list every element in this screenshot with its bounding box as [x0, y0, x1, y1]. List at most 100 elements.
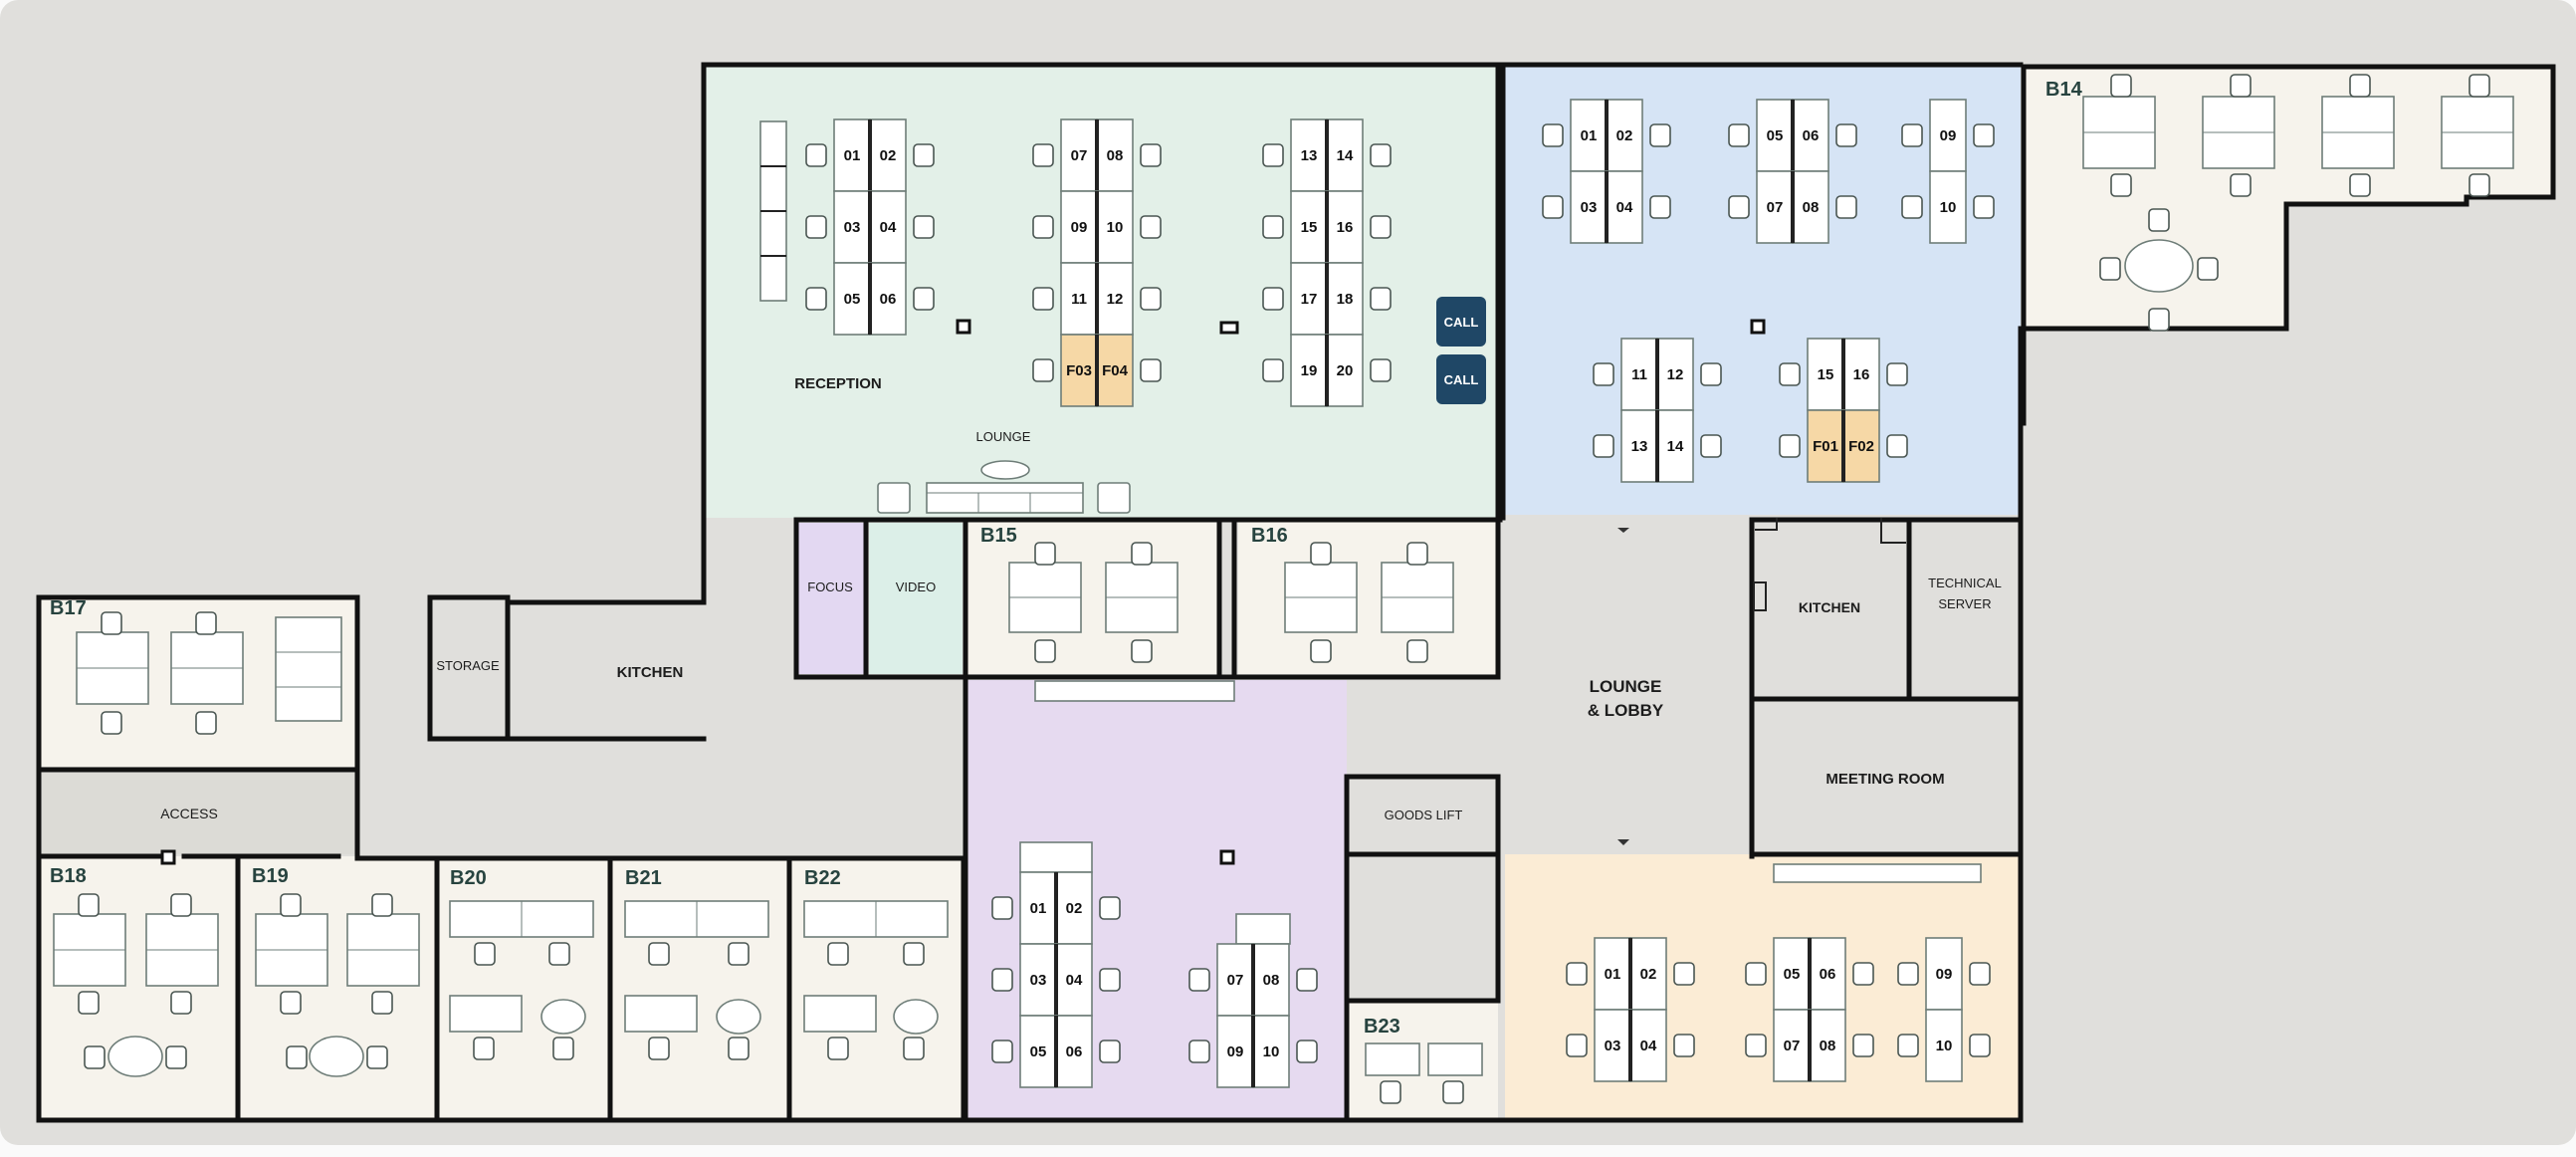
desk-purple-group-b-10[interactable]: 10	[1252, 1015, 1290, 1088]
desk-reception-group-a-02[interactable]: 02	[869, 118, 907, 192]
desk-orange-group-a-02[interactable]: 02	[1629, 937, 1667, 1011]
desk-orange-group-c-10[interactable]: 10	[1925, 1009, 1963, 1082]
room-code-b22: B22	[804, 867, 841, 889]
desk-orange-group-b-05[interactable]: 05	[1773, 937, 1811, 1011]
desk-blue-group-c-10[interactable]: 10	[1929, 170, 1967, 244]
desk-reception-group-c-17[interactable]: 17	[1290, 262, 1328, 336]
desk-reception-group-b-11[interactable]: 11	[1060, 262, 1098, 336]
desk-reception-group-c-16[interactable]: 16	[1326, 190, 1364, 264]
desk-reception-group-a-05[interactable]: 05	[833, 262, 871, 336]
svg-text:08: 08	[1803, 199, 1820, 216]
svg-text:10: 10	[1263, 1043, 1280, 1060]
desk-group-blue-group-d: 11 12 13 14	[1620, 338, 1694, 483]
desk-blue-group-a-01[interactable]: 01	[1570, 99, 1608, 172]
svg-text:01: 01	[1605, 966, 1621, 983]
desk-purple-group-a-05[interactable]: 05	[1019, 1015, 1057, 1088]
room-code-b19: B19	[252, 865, 289, 887]
svg-text:07: 07	[1784, 1038, 1801, 1054]
room-focus[interactable]	[796, 523, 864, 674]
desk-reception-group-b-09[interactable]: 09	[1060, 190, 1098, 264]
desk-orange-group-a-01[interactable]: 01	[1594, 937, 1631, 1011]
desk-orange-group-b-06[interactable]: 06	[1809, 937, 1846, 1011]
desk-orange-group-b-07[interactable]: 07	[1773, 1009, 1811, 1082]
desk-blue-group-d-14[interactable]: 14	[1656, 409, 1694, 483]
desk-blue-group-b-06[interactable]: 06	[1792, 99, 1829, 172]
svg-text:10: 10	[1107, 219, 1124, 236]
desk-blue-group-e-f01[interactable]: F01	[1807, 409, 1844, 483]
desk-orange-group-a-03[interactable]: 03	[1594, 1009, 1631, 1082]
desk-blue-group-b-08[interactable]: 08	[1792, 170, 1829, 244]
call-booth-1[interactable]: CALL	[1436, 297, 1486, 347]
svg-text:01: 01	[1030, 900, 1047, 917]
desk-reception-group-b-12[interactable]: 12	[1096, 262, 1134, 336]
desk-blue-group-e-15[interactable]: 15	[1807, 338, 1844, 411]
svg-text:13: 13	[1631, 438, 1648, 455]
svg-text:19: 19	[1301, 362, 1318, 379]
svg-text:01: 01	[844, 147, 861, 164]
desk-reception-group-c-14[interactable]: 14	[1326, 118, 1364, 192]
desk-blue-group-b-07[interactable]: 07	[1756, 170, 1794, 244]
room-b21[interactable]	[612, 858, 788, 1118]
video-label: VIDEO	[896, 579, 936, 594]
room-code-b21: B21	[625, 867, 662, 889]
desk-blue-group-a-03[interactable]: 03	[1570, 170, 1608, 244]
desk-blue-group-b-05[interactable]: 05	[1756, 99, 1794, 172]
desk-blue-group-c-09[interactable]: 09	[1929, 99, 1967, 172]
desk-blue-group-d-12[interactable]: 12	[1656, 338, 1694, 411]
desk-reception-group-c-19[interactable]: 19	[1290, 334, 1328, 407]
desk-blue-group-d-13[interactable]: 13	[1620, 409, 1658, 483]
svg-text:09: 09	[1227, 1043, 1244, 1060]
desk-purple-group-b-08[interactable]: 08	[1252, 943, 1290, 1017]
desk-orange-group-b-08[interactable]: 08	[1809, 1009, 1846, 1082]
desk-purple-group-a-01[interactable]: 01	[1019, 871, 1057, 945]
desk-reception-group-c-15[interactable]: 15	[1290, 190, 1328, 264]
desk-reception-group-c-20[interactable]: 20	[1326, 334, 1364, 407]
desk-purple-group-a-06[interactable]: 06	[1055, 1015, 1093, 1088]
desk-reception-group-b-f04[interactable]: F04	[1096, 334, 1134, 407]
room-video[interactable]	[869, 523, 963, 674]
desk-reception-group-a-06[interactable]: 06	[869, 262, 907, 336]
room-b22[interactable]	[791, 858, 964, 1118]
access-corridor	[39, 770, 357, 854]
room-code-b23: B23	[1364, 1016, 1400, 1038]
desk-purple-group-b-07[interactable]: 07	[1216, 943, 1254, 1017]
desk-reception-group-b-07[interactable]: 07	[1060, 118, 1098, 192]
desk-reception-group-c-18[interactable]: 18	[1326, 262, 1364, 336]
desk-reception-group-a-01[interactable]: 01	[833, 118, 871, 192]
desk-blue-group-a-02[interactable]: 02	[1606, 99, 1643, 172]
desk-orange-group-a-04[interactable]: 04	[1629, 1009, 1667, 1082]
svg-text:05: 05	[1767, 127, 1784, 144]
desk-blue-group-e-16[interactable]: 16	[1842, 338, 1880, 411]
desk-purple-group-a-03[interactable]: 03	[1019, 943, 1057, 1017]
desk-reception-group-b-08[interactable]: 08	[1096, 118, 1134, 192]
technical-label-line2: SERVER	[1938, 596, 1991, 611]
kitchen-right-label: KITCHEN	[1799, 599, 1860, 615]
chairs	[78, 74, 2490, 1104]
desk-reception-group-c-13[interactable]: 13	[1290, 118, 1328, 192]
desk-blue-group-d-11[interactable]: 11	[1620, 338, 1658, 411]
room-b18[interactable]	[39, 856, 238, 1118]
desk-reception-group-a-03[interactable]: 03	[833, 190, 871, 264]
call-booth-2[interactable]: CALL	[1436, 354, 1486, 404]
desk-purple-group-a-04[interactable]: 04	[1055, 943, 1093, 1017]
desk-purple-group-b-09[interactable]: 09	[1216, 1015, 1254, 1088]
desk-reception-group-b-10[interactable]: 10	[1096, 190, 1134, 264]
desk-blue-group-e-f02[interactable]: F02	[1842, 409, 1880, 483]
desk-reception-group-a-04[interactable]: 04	[869, 190, 907, 264]
lounge-lobby-label-line2: & LOBBY	[1588, 701, 1664, 720]
room-b20[interactable]	[438, 858, 610, 1118]
svg-text:11: 11	[1631, 366, 1647, 383]
room-b19[interactable]	[240, 856, 435, 1118]
desk-reception-group-b-f03[interactable]: F03	[1060, 334, 1098, 407]
focus-label: FOCUS	[807, 579, 853, 594]
desk-orange-group-c-09[interactable]: 09	[1925, 937, 1963, 1011]
svg-text:12: 12	[1667, 366, 1684, 383]
svg-text:F02: F02	[1848, 438, 1874, 455]
desk-blue-group-a-04[interactable]: 04	[1606, 170, 1643, 244]
desk-purple-group-a-02[interactable]: 02	[1055, 871, 1093, 945]
